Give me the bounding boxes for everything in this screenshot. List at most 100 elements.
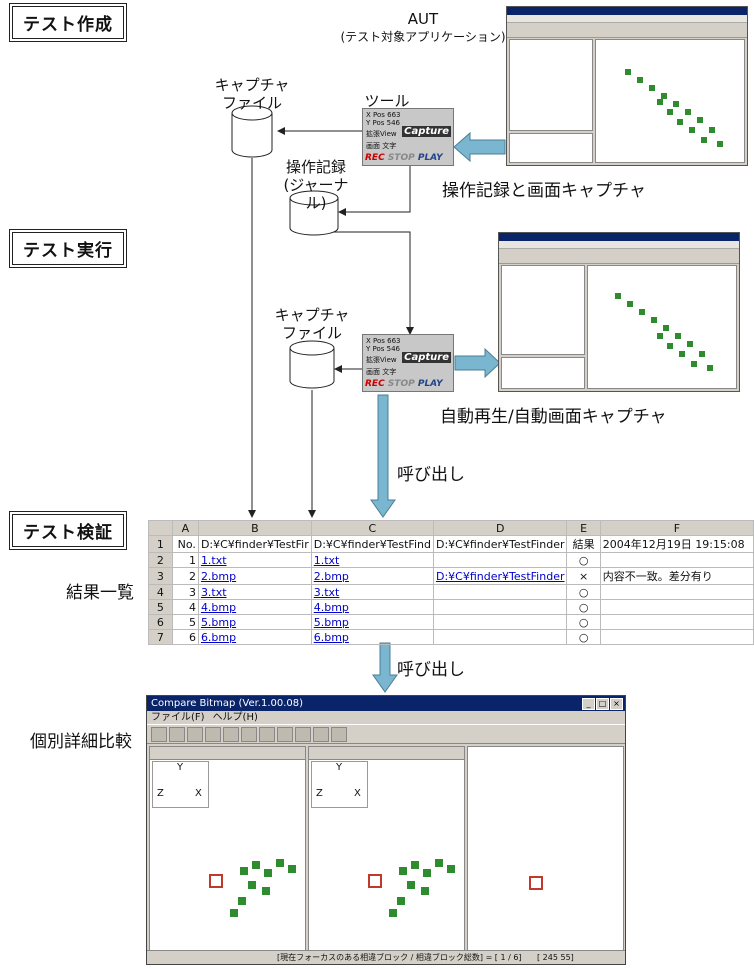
screen-radio[interactable]: 画面 — [366, 142, 380, 150]
sheet-cell[interactable]: 3.txt — [197, 584, 312, 600]
file-link[interactable]: 1.txt — [200, 553, 227, 567]
sheet-cell[interactable]: 5.bmp — [197, 614, 312, 630]
stop-button[interactable]: STOP — [387, 379, 415, 389]
close-icon[interactable]: × — [610, 698, 623, 710]
file-link[interactable]: 1.txt — [313, 553, 340, 567]
sheet-cell[interactable]: 6 — [171, 629, 199, 645]
file-link[interactable]: 5.bmp — [313, 615, 349, 629]
sheet-cell[interactable]: 3.txt — [310, 584, 434, 600]
sheet-cell[interactable]: 5.bmp — [310, 614, 434, 630]
sheet-cell[interactable]: 結果 — [566, 535, 601, 553]
open-icon[interactable] — [151, 726, 167, 742]
screen-radio[interactable]: 画面 — [366, 368, 380, 376]
minimize-icon[interactable]: _ — [582, 698, 595, 710]
sheet-cell[interactable]: ○ — [566, 552, 601, 568]
sheet-cell[interactable] — [432, 614, 568, 630]
expand-view-checkbox[interactable]: 拡張View — [366, 130, 397, 138]
col-header-f[interactable]: F — [599, 520, 754, 536]
file-link[interactable]: 2.bmp — [200, 569, 237, 583]
file-link[interactable]: 3.txt — [200, 585, 227, 599]
sheet-cell[interactable]: ○ — [566, 584, 601, 600]
window-title: Compare Bitmap (Ver.1.00.08) — [151, 698, 304, 709]
file-link[interactable]: 4.bmp — [200, 600, 237, 614]
file-link[interactable]: 2.bmp — [313, 569, 349, 583]
aut-graph-bottom — [615, 293, 713, 371]
expand-view-checkbox[interactable]: 拡張View — [366, 356, 397, 364]
sheet-cell[interactable]: 2 — [171, 567, 199, 585]
col-header-e[interactable]: E — [566, 520, 601, 536]
sheet-cell[interactable] — [432, 552, 568, 568]
play-button[interactable]: PLAY — [417, 379, 443, 389]
sheet-cell[interactable]: 1.txt — [197, 552, 312, 568]
sheet-cell[interactable] — [599, 614, 754, 630]
sheet-cell[interactable]: 4.bmp — [310, 599, 434, 615]
help-icon[interactable] — [331, 726, 347, 742]
sheet-cell[interactable]: 内容不一致。差分有り — [599, 567, 754, 585]
sheet-cell[interactable] — [599, 599, 754, 615]
rec-button[interactable]: REC — [365, 379, 385, 389]
sheet-cell[interactable] — [432, 584, 568, 600]
stop-button[interactable]: STOP — [387, 153, 415, 163]
prev-icon[interactable] — [295, 726, 311, 742]
sheet-cell[interactable]: 1.txt — [310, 552, 434, 568]
sheet-cell[interactable]: ○ — [566, 599, 601, 615]
sheet-cell[interactable] — [599, 629, 754, 645]
ypos-readout: Y Pos 546 — [366, 119, 400, 127]
file-link[interactable]: 5.bmp — [200, 615, 237, 629]
sheet-cell[interactable]: 1 — [171, 552, 199, 568]
sheet-cell[interactable] — [432, 629, 568, 645]
capture-button[interactable]: Capture — [402, 126, 451, 137]
sheet-cell[interactable]: 3 — [171, 584, 199, 600]
sheet-cell[interactable]: 2004年12月19日 19:15:08 — [599, 535, 754, 553]
file-link[interactable]: 6.bmp — [313, 630, 349, 644]
sheet-cell[interactable]: 4 — [171, 599, 199, 615]
col-header-c[interactable]: C — [310, 520, 434, 536]
zoom-in-icon[interactable] — [223, 726, 239, 742]
sheet-cell[interactable] — [432, 599, 568, 615]
col-header-b[interactable]: B — [197, 520, 312, 536]
sheet-cell[interactable]: 2.bmp — [310, 567, 434, 585]
zoom-out-icon[interactable] — [241, 726, 257, 742]
fit-icon[interactable] — [259, 726, 275, 742]
select-icon[interactable] — [205, 726, 221, 742]
sheet-cell[interactable]: 6.bmp — [197, 629, 312, 645]
sheet-cell[interactable]: × — [566, 567, 601, 585]
play-button[interactable]: PLAY — [417, 153, 443, 163]
xpos-readout: X Pos 663 — [366, 337, 401, 345]
capture-button[interactable]: Capture — [402, 352, 451, 363]
sheet-cell[interactable]: D:¥C¥finder¥TestFind — [310, 535, 434, 553]
maximize-icon[interactable]: □ — [596, 698, 609, 710]
sheet-cell[interactable] — [599, 584, 754, 600]
file-link[interactable]: D:¥C¥finder¥TestFinder — [435, 569, 565, 583]
col-header-d[interactable]: D — [432, 520, 568, 536]
sheet-cell[interactable]: 6.bmp — [310, 629, 434, 645]
text-radio[interactable]: 文字 — [382, 142, 397, 150]
section-test-create: テスト作成 — [9, 3, 127, 42]
save-icon[interactable] — [187, 726, 203, 742]
sheet-cell[interactable]: 4.bmp — [197, 599, 312, 615]
sheet-cell[interactable] — [599, 552, 754, 568]
rec-button[interactable]: REC — [365, 153, 385, 163]
print-icon[interactable] — [169, 726, 185, 742]
col-header-a[interactable]: A — [171, 520, 199, 536]
sheet-cell[interactable]: ○ — [566, 629, 601, 645]
sheet-cell[interactable]: 2.bmp — [197, 567, 312, 585]
file-link[interactable]: 4.bmp — [313, 600, 349, 614]
sheet-cell[interactable]: No. — [171, 535, 199, 553]
sheet-cell[interactable]: D:¥C¥finder¥TestFinder — [432, 535, 568, 553]
menu-file[interactable]: ファイル(F) — [151, 712, 205, 723]
file-link[interactable]: 6.bmp — [200, 630, 237, 644]
file-link[interactable]: 3.txt — [313, 585, 340, 599]
sheet-cell[interactable]: D:¥C¥finder¥TestFinder — [432, 567, 568, 585]
detail-compare-label: 個別詳細比較 — [30, 732, 132, 752]
next-icon[interactable] — [313, 726, 329, 742]
sheet-cell[interactable]: ○ — [566, 614, 601, 630]
menu-help[interactable]: ヘルプ(H) — [212, 712, 258, 723]
diff-icon[interactable] — [277, 726, 293, 742]
text-radio[interactable]: 文字 — [382, 368, 397, 376]
aut-screenshot-bottom — [498, 232, 740, 392]
sheet-cell[interactable]: D:¥C¥finder¥TestFir — [197, 535, 312, 553]
sheet-cell[interactable]: 5 — [171, 614, 199, 630]
